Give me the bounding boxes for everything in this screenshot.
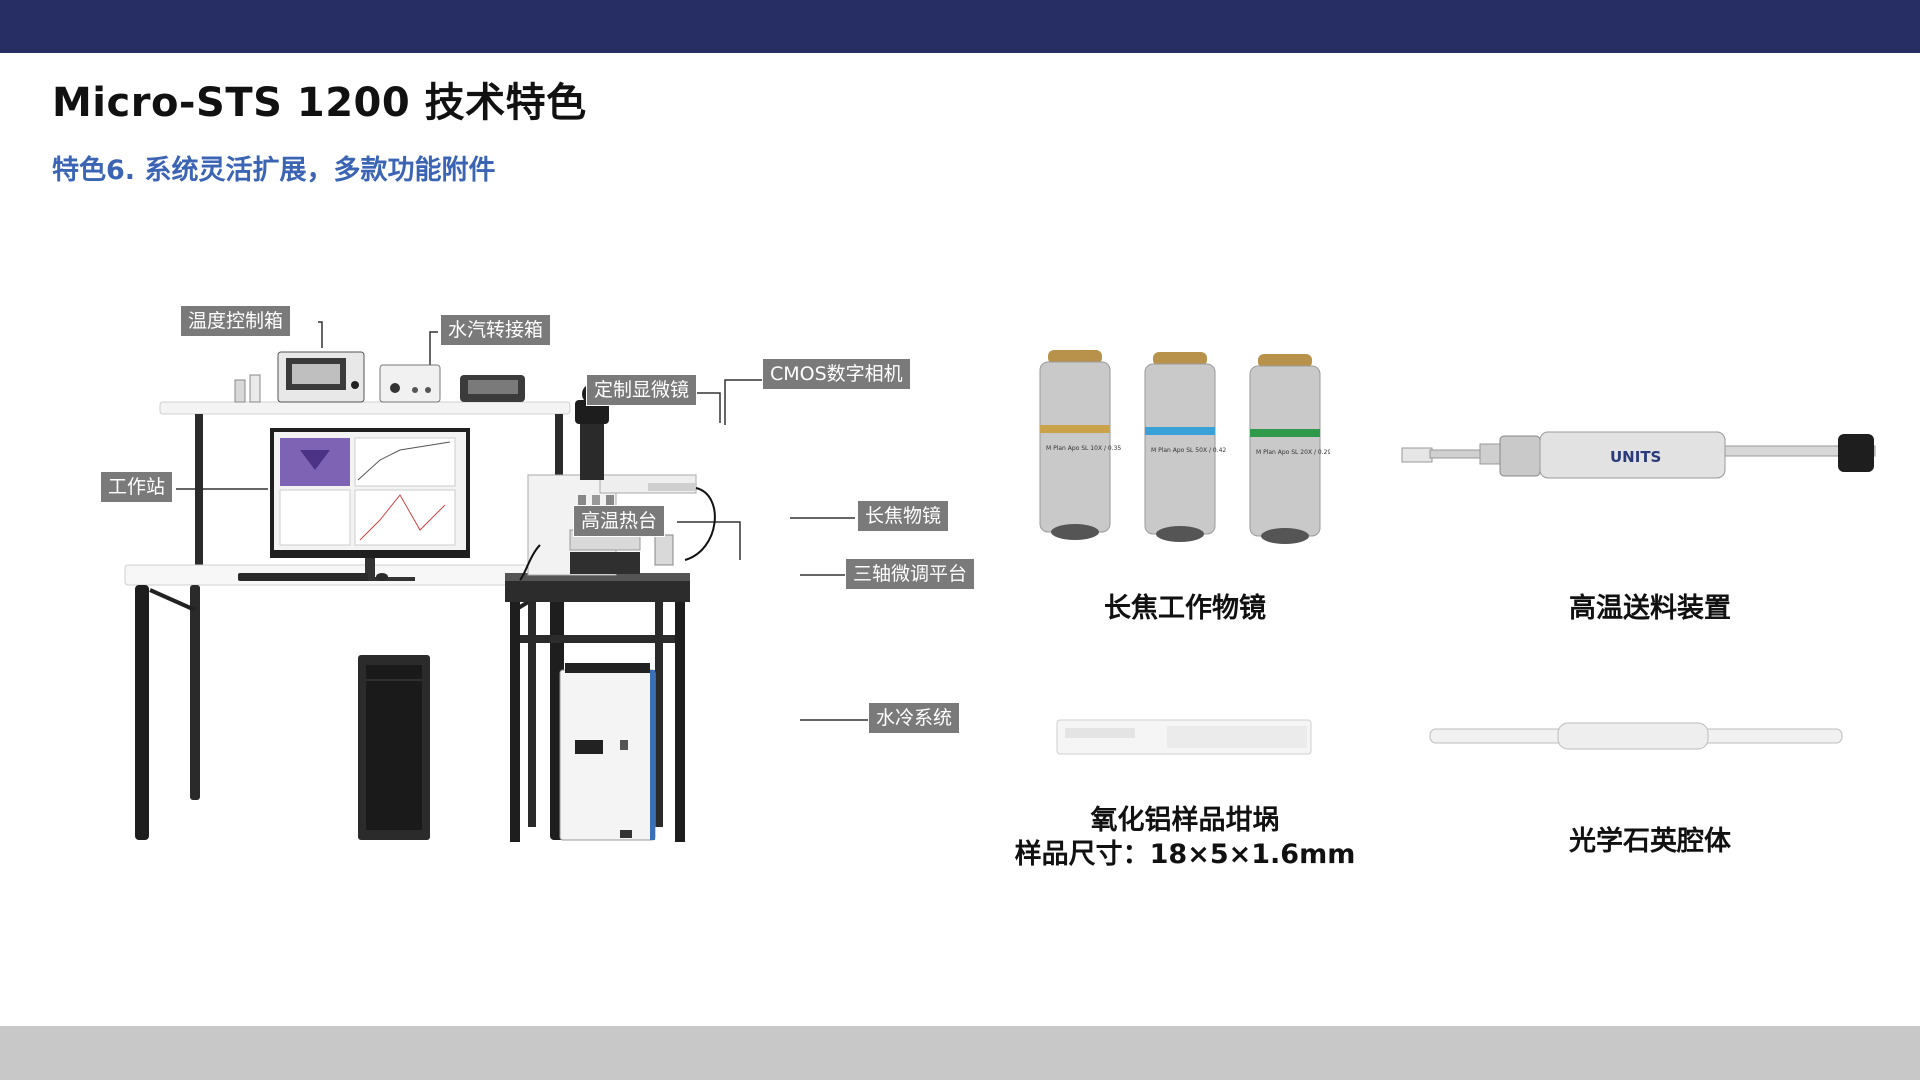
temperature-control-box bbox=[234, 351, 365, 403]
objective-lenses-image: M Plan Apo SL 10X / 0.35 M Plan Apo SL 50… bbox=[1030, 350, 1331, 560]
crucible-label-line2: 样品尺寸：18×5×1.6mm bbox=[1014, 839, 1356, 870]
custom-microscope bbox=[519, 384, 716, 581]
callout-cmos-camera: CMOS数字相机 bbox=[762, 358, 911, 390]
system-setup-illustration: 温度控制箱 水汽转接箱 定制显微镜 CMOS数字相机 工作站 高温热台 长焦物镜… bbox=[100, 290, 980, 870]
workstation-monitor bbox=[238, 428, 470, 581]
objective-lenses-drawing: M Plan Apo SL 10X / 0.35 M Plan Apo SL 50… bbox=[1039, 350, 1331, 544]
callout-three-axis-stage: 三轴微调平台 bbox=[845, 558, 976, 590]
lens-tip bbox=[1156, 526, 1204, 542]
microscope-table bbox=[505, 573, 690, 842]
lens-color-ring bbox=[1145, 427, 1215, 435]
water-vapor-box bbox=[379, 364, 525, 403]
lens-engraving: M Plan Apo SL 50X / 0.42 bbox=[1151, 447, 1226, 454]
callout-long-focus-lens: 长焦物镜 bbox=[857, 500, 950, 532]
lens-cap bbox=[1258, 354, 1312, 368]
pc-tower bbox=[358, 655, 430, 840]
crucible-image bbox=[1055, 716, 1315, 758]
objective-lenses-label-text: 长焦工作物镜 bbox=[1104, 593, 1266, 624]
objective-lens-3: M Plan Apo SL 20X / 0.29 bbox=[1249, 354, 1331, 544]
callout-custom-microscope: 定制显微镜 bbox=[586, 374, 698, 406]
quartz-cavity-label: 光学石英腔体 bbox=[1515, 825, 1785, 859]
crucible-label-line1: 氧化铝样品坩埚 bbox=[1090, 805, 1280, 836]
quartz-cavity-label-text: 光学石英腔体 bbox=[1569, 826, 1731, 857]
lens-cap bbox=[1048, 350, 1102, 364]
feeder-drawing: UNITS bbox=[1401, 431, 1876, 479]
feeder-label: 高温送料装置 bbox=[1510, 592, 1790, 626]
crucible-drawing bbox=[1056, 719, 1312, 755]
lens-cap bbox=[1153, 352, 1207, 366]
lens-color-ring bbox=[1040, 425, 1110, 433]
feeder-image: UNITS bbox=[1400, 420, 1900, 500]
lens-color-ring bbox=[1250, 429, 1320, 437]
page-title: Micro-STS 1200 技术特色 bbox=[52, 80, 587, 126]
bottom-banner bbox=[0, 1026, 1920, 1080]
water-cooling-unit bbox=[559, 663, 656, 841]
objective-lens-2: M Plan Apo SL 50X / 0.42 bbox=[1144, 352, 1226, 542]
feeder-brand-text: UNITS bbox=[1610, 448, 1661, 466]
objective-lenses-label: 长焦工作物镜 bbox=[1040, 592, 1330, 626]
callout-temperature-control-box: 温度控制箱 bbox=[180, 305, 292, 337]
lens-tip bbox=[1261, 528, 1309, 544]
quartz-cavity-drawing bbox=[1429, 722, 1843, 750]
callout-workstation: 工作站 bbox=[100, 471, 174, 503]
lens-engraving: M Plan Apo SL 10X / 0.35 bbox=[1046, 445, 1121, 452]
lens-engraving: M Plan Apo SL 20X / 0.29 bbox=[1256, 449, 1330, 456]
crucible-label: 氧化铝样品坩埚 样品尺寸：18×5×1.6mm bbox=[1005, 804, 1365, 872]
lens-tip bbox=[1051, 524, 1099, 540]
callout-hot-stage: 高温热台 bbox=[573, 505, 666, 537]
setup-drawing bbox=[124, 321, 868, 842]
callout-water-vapor-box: 水汽转接箱 bbox=[440, 314, 552, 346]
page-subtitle: 特色6. 系统灵活扩展，多款功能附件 bbox=[52, 155, 496, 186]
feeder-label-text: 高温送料装置 bbox=[1569, 593, 1731, 624]
objective-lens-1: M Plan Apo SL 10X / 0.35 bbox=[1039, 350, 1121, 540]
quartz-cavity-image bbox=[1428, 720, 1844, 754]
top-banner bbox=[0, 0, 1920, 53]
callout-water-cooling: 水冷系统 bbox=[868, 702, 961, 734]
